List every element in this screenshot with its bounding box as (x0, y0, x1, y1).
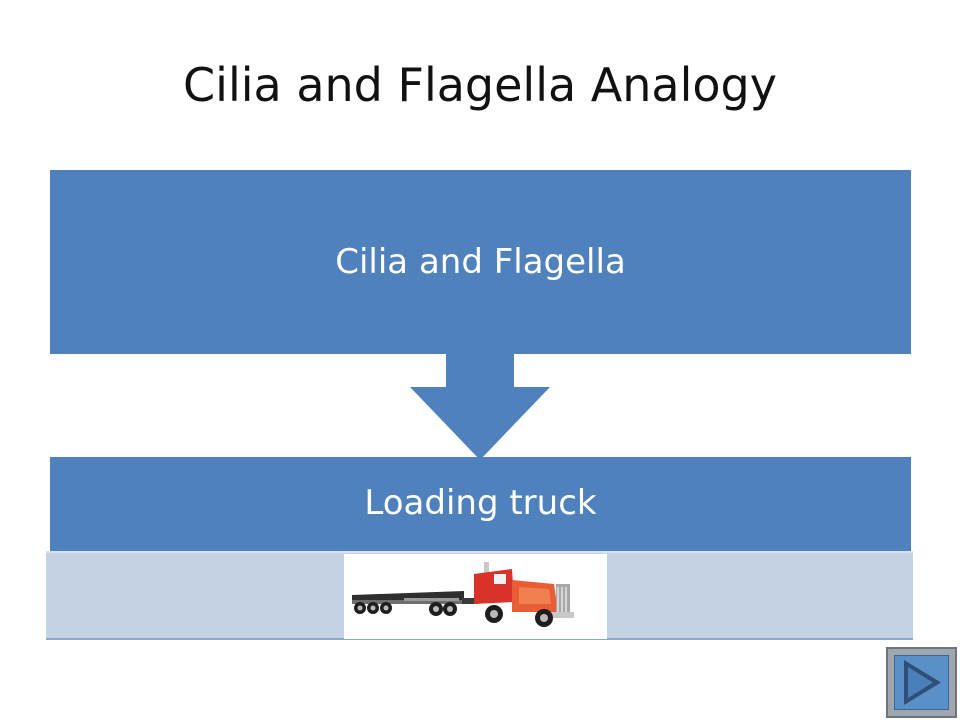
bottom-concept-label: Loading truck (364, 483, 597, 523)
bottom-concept-box: Loading truck (50, 457, 911, 553)
play-arrow-icon (904, 660, 941, 705)
down-arrow-icon (410, 354, 550, 460)
truck-clipart-icon (352, 562, 574, 627)
next-slide-button-face[interactable] (894, 655, 949, 710)
truck-image (344, 554, 607, 639)
top-concept-label: Cilia and Flagella (335, 242, 626, 282)
slide-title: Cilia and Flagella Analogy (183, 58, 777, 112)
top-concept-box: Cilia and Flagella (50, 170, 911, 354)
image-band (46, 551, 913, 640)
next-slide-button[interactable] (886, 647, 957, 718)
